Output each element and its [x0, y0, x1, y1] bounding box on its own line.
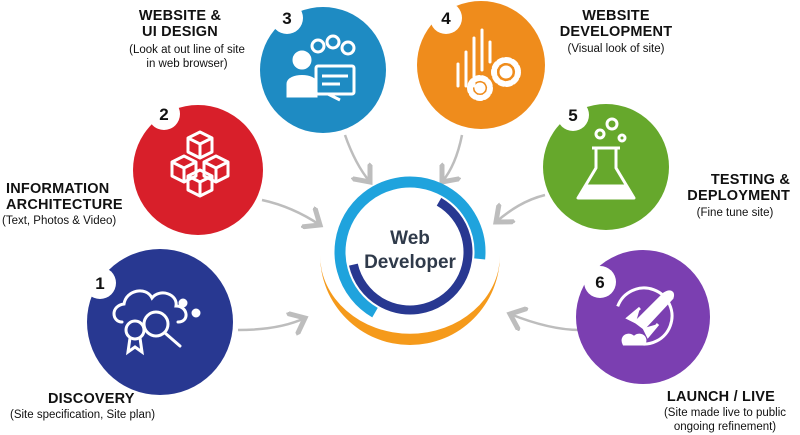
step-3-title: WEBSITE & UI DESIGN — [110, 8, 250, 40]
step-2-subtitle: (Text, Photos & Video) — [2, 215, 117, 227]
hub: Web Developer — [320, 176, 500, 345]
step-3-subtitle-line-1: (Look at out line of site — [129, 44, 245, 56]
step-3-number-badge — [271, 2, 303, 34]
hub-blue-ring — [334, 176, 486, 328]
arrow-from-step-4 — [442, 134, 464, 182]
step-3-title-line-1: WEBSITE & — [138, 8, 222, 24]
step-3-title-line-2: UI DESIGN — [142, 24, 218, 40]
step-3: 3 — [260, 2, 386, 133]
arrow-from-step-1 — [237, 318, 305, 330]
stacked-cubes-icon — [170, 130, 230, 198]
hub-label-line-1: Web — [390, 228, 430, 249]
arrow-from-step-2 — [261, 198, 320, 225]
hub-label-line-2: Developer — [364, 252, 456, 273]
step-2: 2 — [133, 98, 263, 235]
flask-icon — [576, 117, 636, 200]
arrow-from-step-6 — [510, 314, 581, 332]
step-5-number: 5 — [568, 106, 577, 125]
step-6-subtitle-line-2: ongoing refinement) — [673, 421, 777, 433]
step-2-title-line-2: ARCHITECTURE — [6, 197, 123, 213]
step-5-subtitle: (Fine tune site) — [696, 207, 774, 219]
step-4-title-line-2: DEVELOPMENT — [559, 24, 673, 40]
step-2-title: INFORMATION ARCHITECTURE — [6, 181, 146, 213]
step-3-subtitle: (Look at out line of site in web browser… — [112, 43, 262, 71]
step-4-title: WEBSITE DEVELOPMENT — [546, 8, 686, 40]
step-4-subtitle: (Visual look of site) — [567, 43, 665, 55]
step-1-number-badge — [84, 267, 116, 299]
step-5-circle — [543, 104, 669, 230]
step-1-title: DISCOVERY — [48, 391, 135, 407]
step-4: 4 — [417, 1, 545, 129]
step-2-number-badge — [148, 98, 180, 130]
step-5-title: TESTING & DEPLOYMENT — [660, 172, 790, 204]
step-3-number: 3 — [282, 9, 291, 28]
step-2-number: 2 — [159, 105, 168, 124]
designer-screen-icon — [286, 34, 356, 102]
step-3-circle — [260, 7, 386, 133]
gears-icon — [456, 28, 521, 101]
arrow-from-step-5 — [496, 193, 546, 222]
hub-navy-ring — [347, 189, 473, 315]
step-6-number: 6 — [595, 273, 604, 292]
step-1: 1 — [84, 249, 233, 395]
cloud-magnifier-icon — [112, 289, 201, 356]
step-5: 5 — [543, 99, 669, 230]
step-5-title-line-2: DEPLOYMENT — [687, 188, 790, 204]
step-4-number-badge — [430, 2, 462, 34]
connector-arrows — [237, 134, 581, 332]
step-6-subtitle: (Site made live to public ongoing refine… — [650, 406, 800, 434]
step-6: 6 — [576, 250, 710, 384]
rocket-icon — [614, 286, 674, 346]
step-1-subtitle: (Site specification, Site plan) — [10, 409, 156, 421]
step-5-number-badge — [557, 99, 589, 131]
step-4-title-line-1: WEBSITE — [582, 8, 650, 24]
step-6-title: LAUNCH / LIVE — [666, 389, 776, 405]
step-1-circle — [87, 249, 233, 395]
step-4-number: 4 — [441, 9, 451, 28]
step-2-title-line-1: INFORMATION — [6, 181, 110, 197]
arrow-from-step-3 — [343, 134, 370, 182]
step-6-subtitle-line-1: (Site made live to public — [663, 407, 787, 419]
hub-inner-disc — [358, 200, 462, 304]
step-3-subtitle-line-2: in web browser) — [146, 58, 228, 70]
step-5-title-line-1: TESTING & — [710, 172, 790, 188]
step-6-number-badge — [584, 266, 616, 298]
step-1-number: 1 — [95, 274, 104, 293]
